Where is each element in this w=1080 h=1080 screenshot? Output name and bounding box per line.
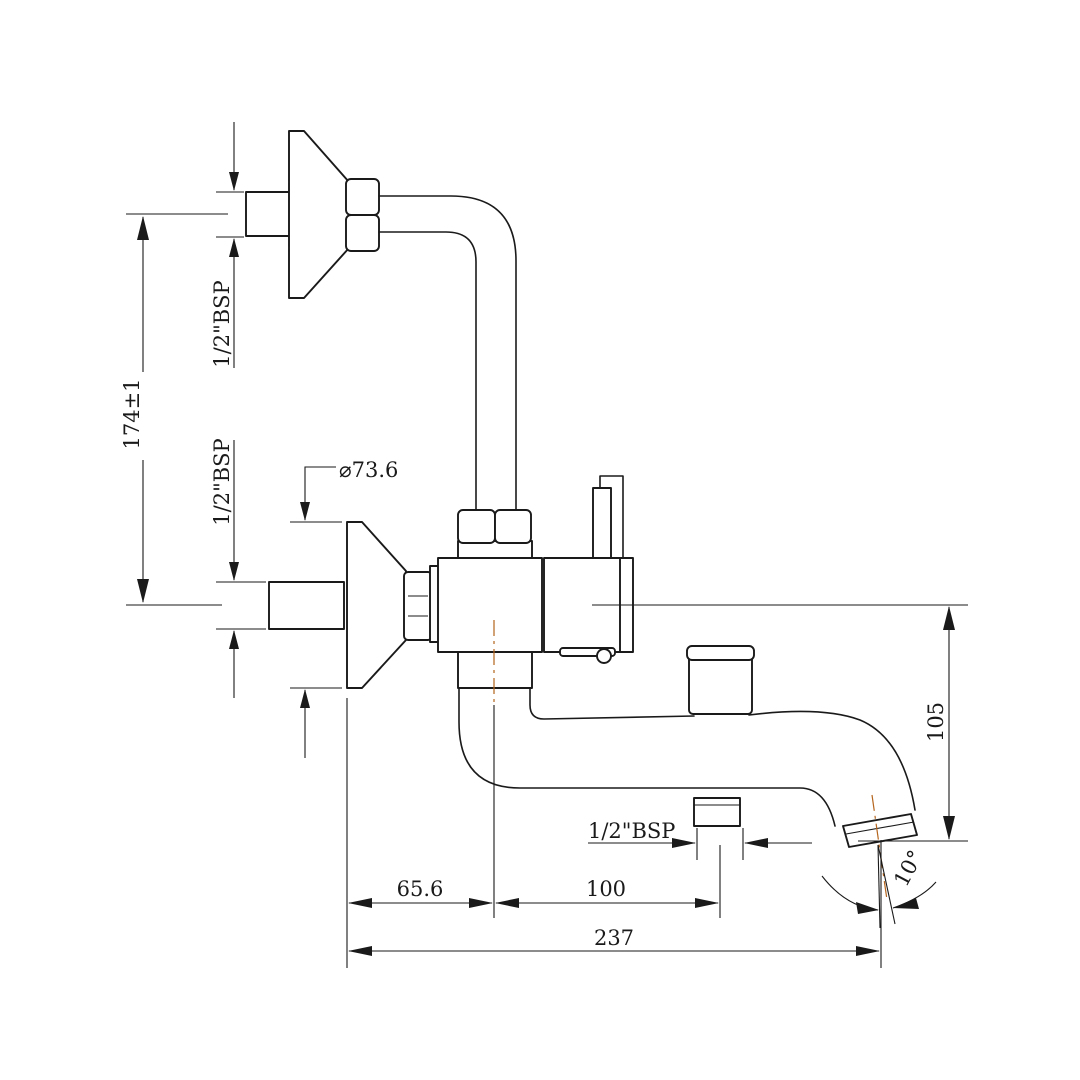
lower-hex-nut xyxy=(403,571,433,641)
dim-65-arrow-right xyxy=(469,898,493,908)
dim-65-label: 65.6 xyxy=(397,877,444,901)
body-top-nut-left xyxy=(457,509,496,544)
dim-horizontal-chain: 65.6 100 237 xyxy=(346,698,882,968)
dim-174-label: 174±1 xyxy=(120,378,144,449)
handshower-outlet-cap xyxy=(686,645,755,661)
dim-upper-thread-arrow-top xyxy=(229,172,239,191)
dim-105-label: 105 xyxy=(924,702,948,742)
upper-escutcheon-flange xyxy=(288,130,350,299)
dim-174-arrow-bottom xyxy=(137,579,149,603)
spout-bottom-edge xyxy=(458,687,836,827)
upper-hex-nut-2 xyxy=(345,214,380,252)
crossover-pipe xyxy=(378,195,517,512)
dim-dia-value: 73.6 xyxy=(352,458,399,482)
spout-aerator-line xyxy=(845,821,915,835)
dim-65-arrow-left xyxy=(348,898,372,908)
dim-spout-angle: 10° xyxy=(821,844,937,929)
dim-100-arrow-left xyxy=(495,898,519,908)
dim-outlet-thread-label: 1/2"BSP xyxy=(588,819,675,843)
crossover-pipe-inner xyxy=(378,231,477,512)
dim-105-arrow-bottom xyxy=(943,816,955,840)
angle-vertical-ref xyxy=(877,844,881,929)
dim-upper-thread-label: 1/2"BSP xyxy=(210,280,234,367)
angle-arrow-right xyxy=(893,898,919,909)
spout xyxy=(458,645,918,848)
body-bottom-neck xyxy=(457,651,533,689)
dim-dia-label: ⌀73.6 xyxy=(339,458,398,482)
dim-237-arrow-right xyxy=(856,946,880,956)
dim-outlet-thread-arrow-left xyxy=(672,838,696,848)
bottom-outlet-stub xyxy=(693,797,741,827)
dim-lower-thread-arrow-top xyxy=(229,562,239,581)
diverter-knob-lever xyxy=(599,475,624,559)
dim-lower-thread: 1/2"BSP xyxy=(210,438,266,698)
lower-inlet-stub xyxy=(268,581,345,630)
dim-upper-thread-arrow-bottom xyxy=(229,238,239,257)
dim-237-label: 237 xyxy=(594,926,634,950)
angle-arrow-left xyxy=(856,902,879,914)
dim-outlet-thread-arrow-right xyxy=(744,838,768,848)
lower-escutcheon-flange xyxy=(346,521,407,689)
dim-dia-leader-top xyxy=(304,466,336,520)
dim-dia-arrow-top xyxy=(300,502,310,521)
diverter-knob-stem xyxy=(592,487,612,559)
crossover-pipe-outer xyxy=(378,195,517,512)
dim-105-arrow-top xyxy=(943,606,955,630)
dim-lower-thread-label: 1/2"BSP xyxy=(210,438,234,525)
angle-label: 10° xyxy=(889,846,928,890)
upper-inlet-stub xyxy=(245,191,291,237)
body-valve-block xyxy=(437,557,543,653)
spout-aerator xyxy=(842,813,918,848)
dim-dia-arrow-bottom xyxy=(300,689,310,708)
spout-top-edge-right xyxy=(748,710,916,811)
dim-outlet-thread: 1/2"BSP xyxy=(588,819,812,860)
upper-inlet xyxy=(245,130,380,299)
upper-hex-nut-1 xyxy=(345,178,380,216)
dim-upper-thread: 1/2"BSP xyxy=(210,122,244,368)
dim-100-arrow-right xyxy=(695,898,719,908)
angle-spout-ref xyxy=(877,844,896,925)
dim-outlet-height: 105 xyxy=(592,604,968,842)
diverter-screw xyxy=(596,648,612,664)
diameter-symbol: ⌀ xyxy=(339,458,352,482)
dim-237-arrow-left xyxy=(348,946,372,956)
angle-arc-left xyxy=(821,875,879,911)
dim-174-arrow-top xyxy=(137,216,149,240)
dim-100-label: 100 xyxy=(586,877,626,901)
lower-inlet xyxy=(268,521,440,689)
dim-inlet-centres: 174±1 xyxy=(120,213,228,606)
spout-axis-line xyxy=(871,794,888,901)
dim-lower-thread-arrow-bottom xyxy=(229,630,239,649)
dim-flange-diameter: ⌀73.6 xyxy=(290,458,398,758)
mixer-body xyxy=(437,475,634,689)
spout-top-edge-left xyxy=(529,687,695,720)
body-top-nut-right xyxy=(494,509,532,544)
